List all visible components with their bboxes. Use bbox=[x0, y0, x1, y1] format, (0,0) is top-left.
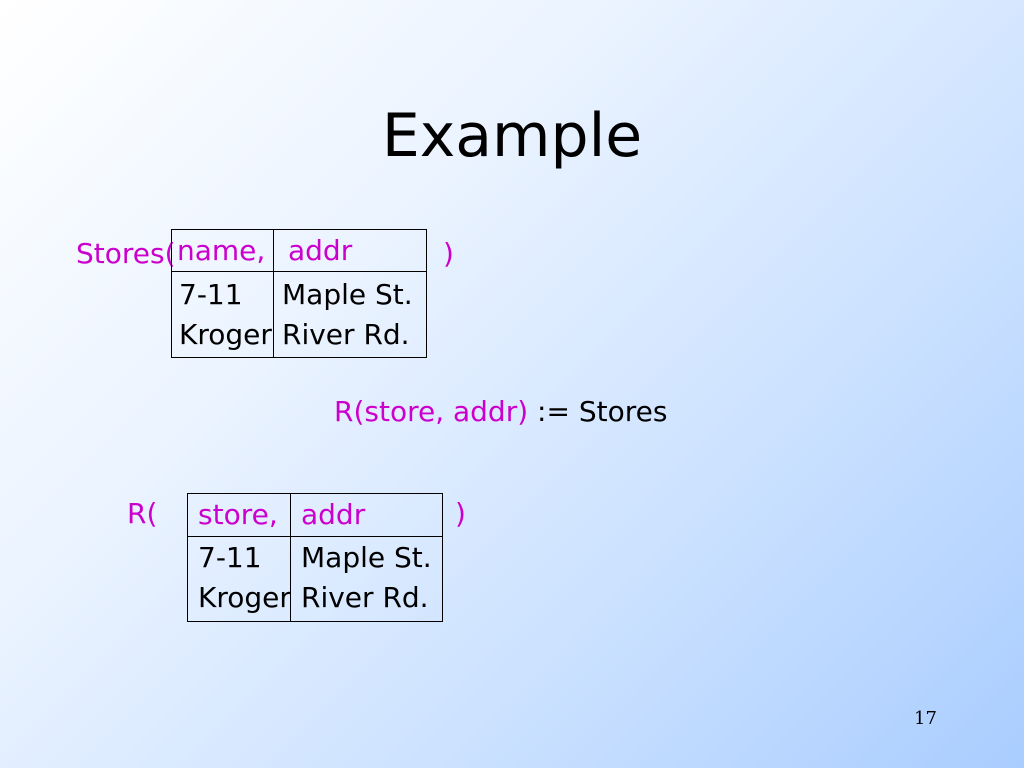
stores-prefix: Stores( bbox=[76, 237, 176, 270]
slide-title: Example bbox=[381, 101, 643, 171]
table-border-right bbox=[442, 493, 443, 622]
column-header-addr: addr bbox=[301, 498, 366, 531]
table-cell: 7-11 bbox=[179, 278, 243, 311]
table-cell: Kroger bbox=[179, 318, 272, 351]
stores-close-paren: ) bbox=[443, 237, 454, 270]
table-border-bottom bbox=[187, 621, 443, 622]
table-border-left bbox=[187, 493, 188, 622]
table-border-top bbox=[187, 493, 443, 494]
column-header-store: store, bbox=[198, 498, 278, 531]
table-cell: River Rd. bbox=[301, 581, 429, 614]
table-cell: 7-11 bbox=[198, 541, 262, 574]
table-cell: Kroger bbox=[198, 581, 291, 614]
table-border-mid bbox=[290, 493, 291, 622]
table-border-mid bbox=[273, 229, 274, 358]
table-border-header bbox=[171, 271, 427, 272]
column-header-addr: addr bbox=[288, 234, 353, 267]
table-border-header bbox=[187, 536, 443, 537]
r-prefix: R( bbox=[127, 497, 158, 530]
page-number: 17 bbox=[914, 708, 937, 729]
table-cell: River Rd. bbox=[282, 318, 410, 351]
table-border-bottom bbox=[171, 357, 427, 358]
column-header-name: name, bbox=[177, 234, 266, 267]
table-border-top bbox=[171, 229, 427, 230]
statement-rhs: := Stores bbox=[537, 395, 668, 428]
table-cell: Maple St. bbox=[282, 278, 413, 311]
statement-lhs: R(store, addr) bbox=[334, 395, 529, 428]
table-border-right bbox=[426, 229, 427, 358]
table-cell: Maple St. bbox=[301, 541, 432, 574]
assignment-statement: R(store, addr) := Stores bbox=[334, 394, 667, 430]
table-border-left bbox=[171, 229, 172, 358]
r-close-paren: ) bbox=[455, 497, 466, 530]
